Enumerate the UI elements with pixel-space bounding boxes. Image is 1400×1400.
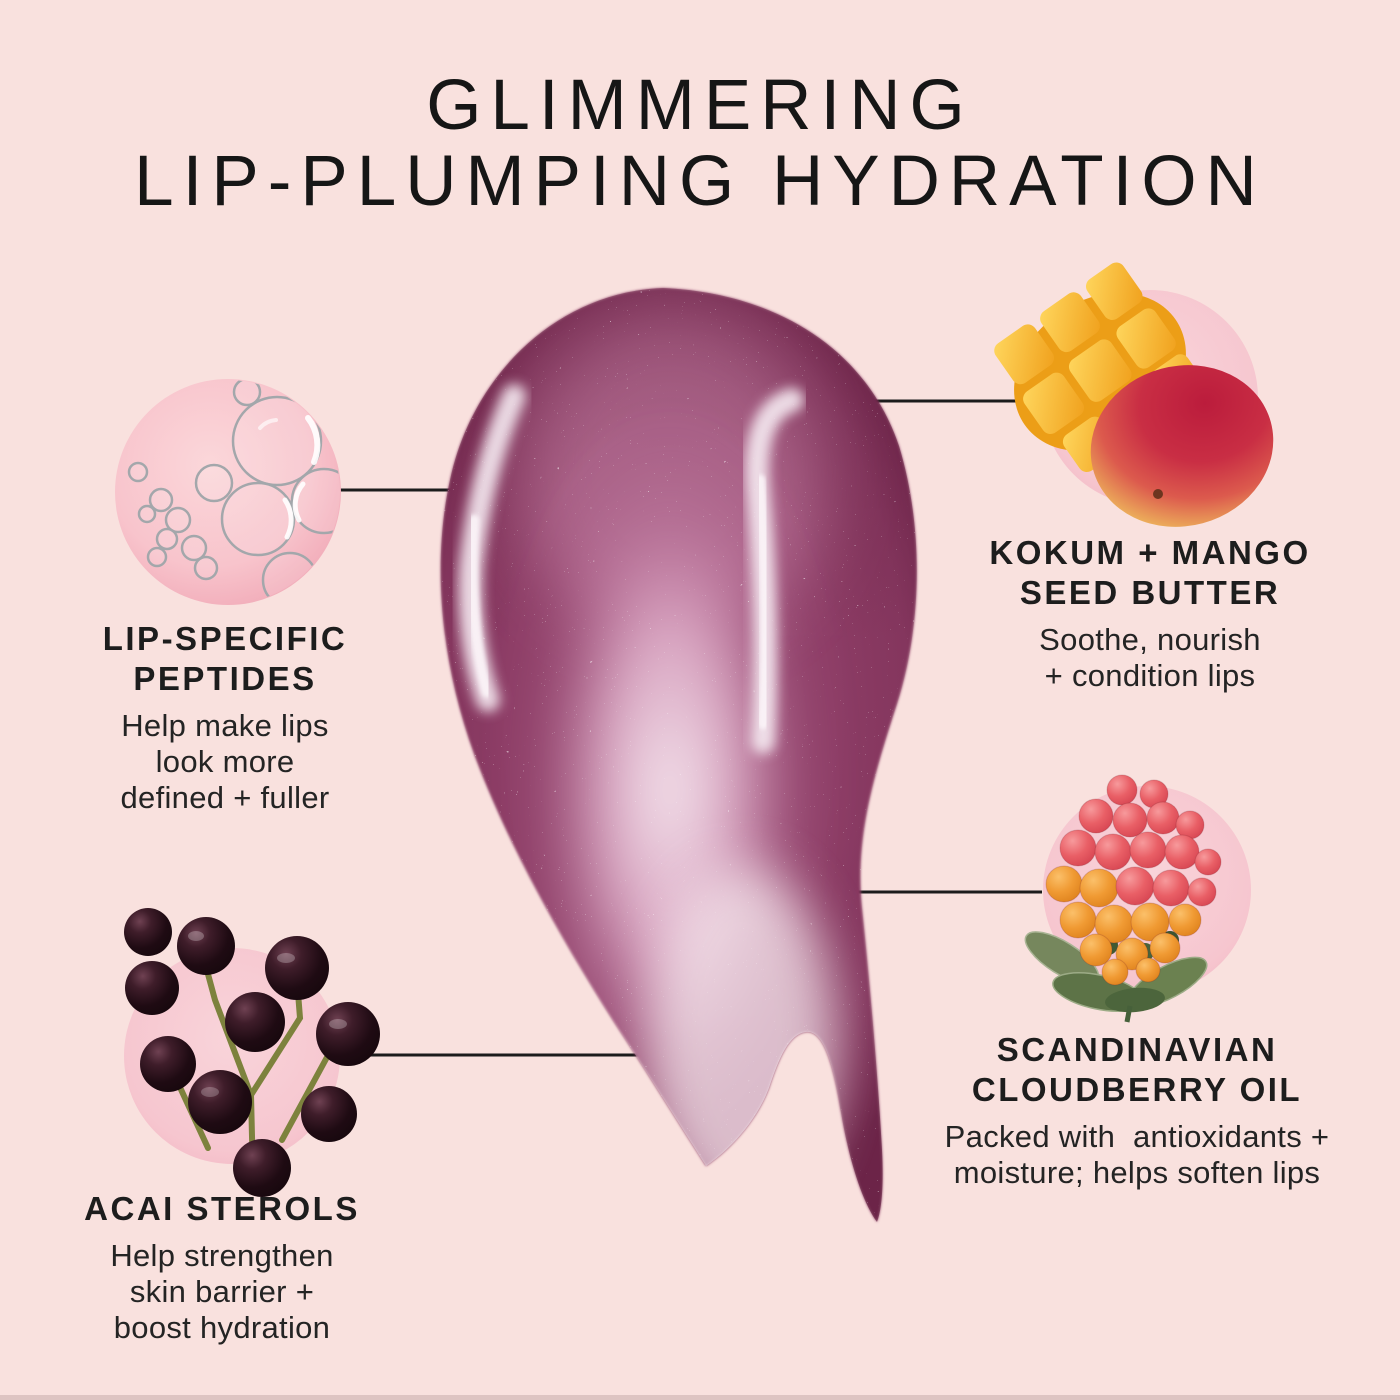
heading-line: ACAI STEROLS bbox=[84, 1190, 360, 1227]
ingredient-name: ACAI STEROLS bbox=[84, 1189, 360, 1229]
cloudberry-drupelets bbox=[1045, 774, 1222, 986]
body-line: Packed with antioxidants + bbox=[944, 1119, 1330, 1154]
ingredient-name: LIP-SPECIFIC PEPTIDES bbox=[103, 619, 348, 699]
page-title: GLIMMERING LIP-PLUMPING HYDRATION bbox=[0, 68, 1400, 220]
ingredient-description: Packed with antioxidants + moisture; hel… bbox=[945, 1119, 1330, 1191]
heading-line: KOKUM + MANGO bbox=[989, 534, 1311, 571]
callout-kokum-mango: KOKUM + MANGO SEED BUTTER Soothe, nouris… bbox=[989, 533, 1310, 694]
body-line: moisture; helps soften lips bbox=[953, 1155, 1321, 1190]
ingredient-name: SCANDINAVIAN CLOUDBERRY OIL bbox=[945, 1030, 1330, 1110]
heading-line: CLOUDBERRY OIL bbox=[971, 1071, 1303, 1108]
body-line: Soothe, nourish bbox=[1039, 622, 1261, 657]
ingredient-name: KOKUM + MANGO SEED BUTTER bbox=[989, 533, 1310, 613]
heading-line: PEPTIDES bbox=[133, 660, 317, 697]
title-line-1: GLIMMERING bbox=[426, 66, 974, 145]
ingredient-description: Soothe, nourish + condition lips bbox=[989, 622, 1310, 694]
body-line: Help strengthen bbox=[110, 1238, 334, 1273]
bottom-edge-strip bbox=[0, 1395, 1400, 1400]
heading-line: LIP-SPECIFIC bbox=[102, 620, 348, 657]
mango-kokum-icon bbox=[994, 262, 1274, 527]
acai-berry-cluster bbox=[124, 908, 380, 1197]
body-line: boost hydration bbox=[113, 1310, 331, 1345]
body-line: defined + fuller bbox=[120, 780, 330, 815]
callout-peptides: LIP-SPECIFIC PEPTIDES Help make lips loo… bbox=[103, 619, 348, 816]
title-line-2: LIP-PLUMPING HYDRATION bbox=[134, 142, 1266, 221]
body-line: Help make lips bbox=[121, 708, 329, 743]
heading-line: SEED BUTTER bbox=[1019, 574, 1281, 611]
oil-bubbles-icon bbox=[115, 379, 341, 605]
body-line: look more bbox=[155, 744, 295, 779]
body-line: + condition lips bbox=[1044, 658, 1256, 693]
callout-acai: ACAI STEROLS Help strengthen skin barrie… bbox=[84, 1189, 360, 1346]
ingredient-description: Help make lips look more defined + fulle… bbox=[103, 708, 348, 816]
heading-line: SCANDINAVIAN bbox=[996, 1031, 1278, 1068]
body-line: skin barrier + bbox=[129, 1274, 315, 1309]
mango-fruit bbox=[1090, 365, 1274, 527]
callout-cloudberry: SCANDINAVIAN CLOUDBERRY OIL Packed with … bbox=[945, 1030, 1330, 1191]
ingredient-description: Help strengthen skin barrier + boost hyd… bbox=[84, 1238, 360, 1346]
cloudberry-icon bbox=[1024, 774, 1251, 1023]
acai-berries-icon bbox=[124, 908, 380, 1197]
gloss-swatch bbox=[440, 288, 917, 1222]
cloudberry-leaves bbox=[1024, 931, 1208, 1023]
